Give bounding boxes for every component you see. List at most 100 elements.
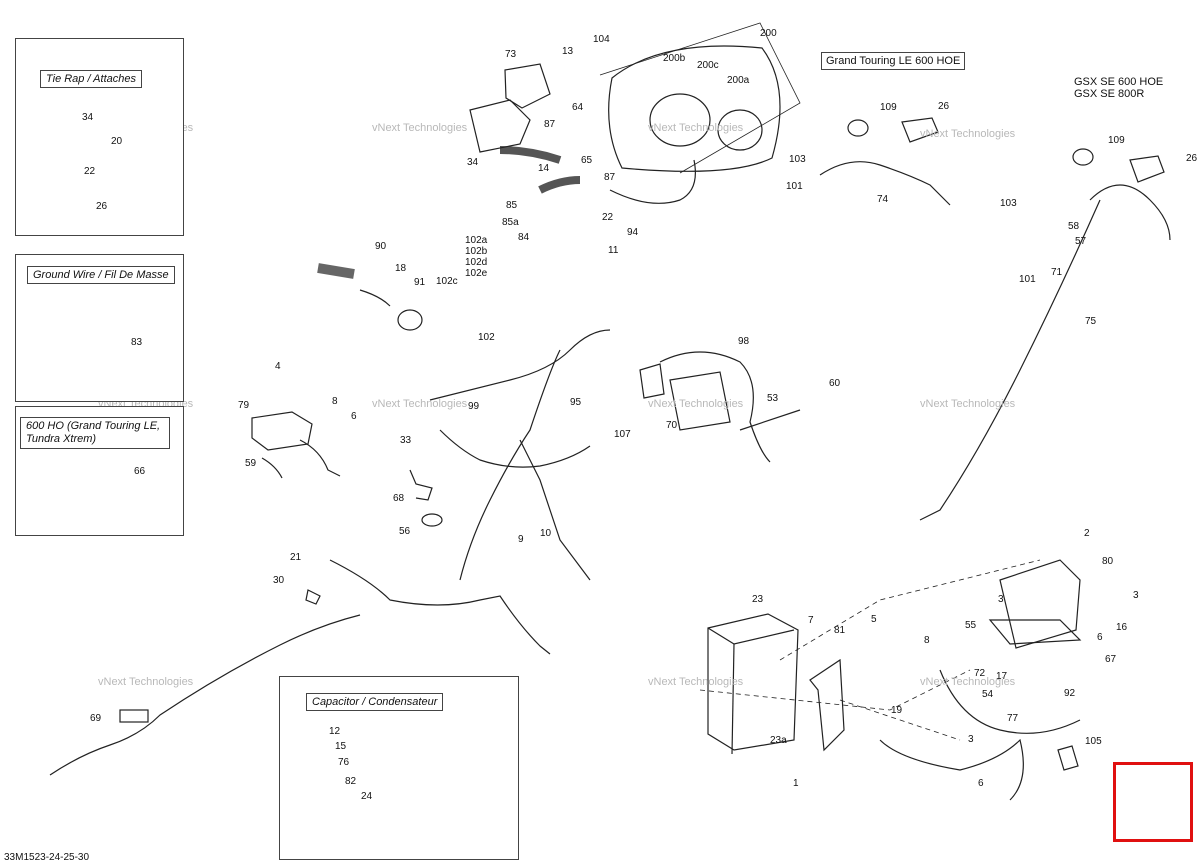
watermark: vNext Technologies <box>372 122 468 134</box>
callout: 72 <box>974 668 986 679</box>
tie-rap-title: Tie Rap / Attaches <box>40 70 142 88</box>
callout: 91 <box>414 277 426 288</box>
callout: 200b <box>663 53 686 64</box>
callout: 54 <box>982 689 994 700</box>
callout: 5 <box>871 614 877 625</box>
callout: 90 <box>375 241 387 252</box>
callout: 30 <box>273 575 285 586</box>
callout: 105 <box>1085 736 1102 747</box>
callout: 79 <box>238 400 250 411</box>
callout: 109 <box>880 102 897 113</box>
callout: 102b <box>465 246 488 257</box>
callout: 200a <box>727 75 750 86</box>
callout: 84 <box>518 232 530 243</box>
callout: 22 <box>602 212 614 223</box>
callout: 34 <box>467 157 479 168</box>
callout: 200c <box>697 60 719 71</box>
callout: 10 <box>540 528 552 539</box>
callout: 59 <box>245 458 257 469</box>
callout: 92 <box>1064 688 1076 699</box>
callout: 6 <box>1097 632 1103 643</box>
callout: 74 <box>877 194 889 205</box>
callout: 82 <box>345 776 357 787</box>
callout: 104 <box>593 34 610 45</box>
callout: 33 <box>400 435 412 446</box>
callout: 85a <box>502 217 519 228</box>
callout: 6 <box>978 778 984 789</box>
callout: 99 <box>468 401 480 412</box>
callout: 107 <box>614 429 631 440</box>
callout: 83 <box>131 337 143 348</box>
callout: 55 <box>965 620 977 631</box>
callout: 102e <box>465 268 488 279</box>
callout: 60 <box>829 378 841 389</box>
callout: 26 <box>1186 153 1198 164</box>
callout: 64 <box>572 102 584 113</box>
callout: 20 <box>111 136 123 147</box>
callout: 3 <box>968 734 974 745</box>
callout: 200 <box>760 28 777 39</box>
callout: 103 <box>1000 198 1017 209</box>
callout: 57 <box>1075 236 1087 247</box>
callout: 19 <box>891 705 903 716</box>
callout: 103 <box>789 154 806 165</box>
watermark: vNext Technologies <box>648 122 744 134</box>
grand-touring-label: Grand Touring LE 600 HOE <box>821 52 966 70</box>
callout: 71 <box>1051 267 1063 278</box>
battery-23 <box>707 613 799 751</box>
callout: 17 <box>996 671 1008 682</box>
callout: 87 <box>544 119 556 130</box>
callout: 75 <box>1085 316 1097 327</box>
callout: 101 <box>786 181 803 192</box>
callout: 15 <box>335 741 347 752</box>
callout: 80 <box>1102 556 1114 567</box>
tray-80 <box>999 559 1081 649</box>
callout: 3 <box>1133 590 1139 601</box>
callout: 85 <box>506 200 518 211</box>
bracket-79 <box>251 411 313 451</box>
callout: 68 <box>393 493 405 504</box>
callout: 2 <box>1084 528 1090 539</box>
watermark: vNext Technologies <box>920 128 1016 140</box>
callout: 67 <box>1105 654 1117 665</box>
switch-91 <box>397 309 423 331</box>
callout: 73 <box>505 49 517 60</box>
callout: 102c <box>436 276 458 287</box>
callout: 7 <box>808 615 814 626</box>
callout: 109 <box>1108 135 1125 146</box>
watermark: vNext Technologies <box>372 398 468 410</box>
callout: 11 <box>608 245 619 256</box>
callout: 8 <box>924 635 930 646</box>
ground-wire-title: Ground Wire / Fil De Masse <box>27 266 175 284</box>
callout: 34 <box>82 112 94 123</box>
callout: 14 <box>538 163 550 174</box>
callout: 3 <box>998 594 1004 605</box>
callout: 81 <box>834 625 846 636</box>
watermark: vNext Technologies <box>920 398 1016 410</box>
callout: 102 <box>478 332 495 343</box>
callout: 76 <box>338 757 350 768</box>
callout: 95 <box>570 397 582 408</box>
callout: 16 <box>1116 622 1128 633</box>
callout: 9 <box>518 534 524 545</box>
watermark: vNext Technologies <box>648 676 744 688</box>
callout: 24 <box>361 791 373 802</box>
callout: 65 <box>581 155 593 166</box>
callout: 87 <box>604 172 616 183</box>
figure-id: 33M1523-24-25-30 <box>4 852 90 863</box>
callout: 26 <box>938 101 950 112</box>
callout: 102a <box>465 235 488 246</box>
watermark: vNext Technologies <box>648 398 744 410</box>
gsx-label-line2: GSX SE 800R <box>1070 86 1149 102</box>
callout: 4 <box>275 361 281 372</box>
callout: 56 <box>399 526 411 537</box>
callout: 66 <box>134 466 146 477</box>
callout: 8 <box>332 396 338 407</box>
callout: 21 <box>290 552 302 563</box>
callout: 53 <box>767 393 779 404</box>
highlight-box <box>1113 762 1193 842</box>
callout: 12 <box>329 726 341 737</box>
watermark: vNext Technologies <box>98 676 194 688</box>
callout: 18 <box>395 263 407 274</box>
